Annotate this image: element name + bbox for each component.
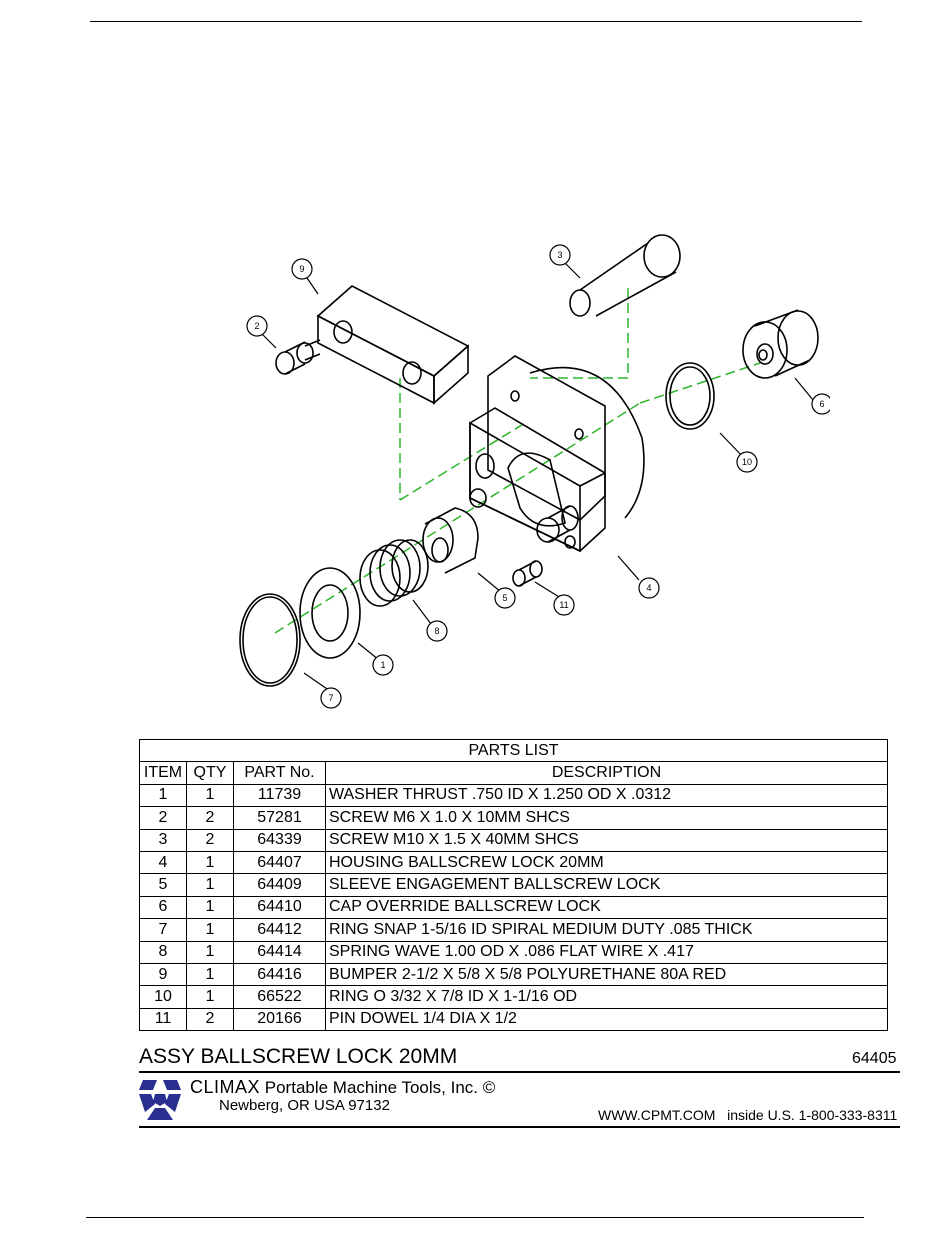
svg-text:3: 3 bbox=[557, 250, 562, 260]
balloon-2: 2 bbox=[246, 315, 268, 337]
parts-list-table: PARTS LIST ITEM QTY PART No. DESCRIPTION… bbox=[139, 738, 888, 1032]
cell-qty: 1 bbox=[186, 962, 234, 987]
title-block-bottom-rule bbox=[139, 1126, 900, 1128]
cell-part-no: 64409 bbox=[233, 873, 326, 897]
svg-text:6: 6 bbox=[819, 399, 824, 409]
top-rule bbox=[90, 21, 862, 22]
company-address: Newberg, OR USA 97132 bbox=[219, 1097, 390, 1114]
parts-list-header-row: ITEM QTY PART No. DESCRIPTION bbox=[139, 761, 888, 785]
exploded-assembly-drawing: 9 2 3 6 10 4 5 11 8 1 7 bbox=[239, 234, 830, 709]
cell-qty: 1 bbox=[186, 985, 234, 1009]
bottom-rule bbox=[86, 1217, 864, 1218]
cell-part-no: 64414 bbox=[233, 940, 326, 964]
balloon-11: 11 bbox=[553, 594, 575, 616]
balloon-8: 8 bbox=[426, 620, 448, 642]
svg-text:2: 2 bbox=[254, 321, 259, 331]
cell-description: SCREW M6 X 1.0 X 10MM SHCS bbox=[325, 806, 888, 830]
cell-description: BUMPER 2-1/2 X 5/8 X 5/8 POLYURETHANE 80… bbox=[325, 962, 888, 987]
cell-qty: 1 bbox=[186, 873, 234, 897]
cell-part-no: 64339 bbox=[233, 828, 326, 852]
cell-description: SPRING WAVE 1.00 OD X .086 FLAT WIRE X .… bbox=[325, 940, 888, 964]
svg-text:4: 4 bbox=[646, 583, 651, 593]
cell-qty: 2 bbox=[186, 806, 234, 830]
svg-text:1: 1 bbox=[380, 660, 385, 670]
balloon-7: 7 bbox=[320, 687, 342, 709]
assembly-part-number: 64405 bbox=[852, 1050, 897, 1067]
contact-line: WWW.CPMT.COM inside U.S. 1-800-333-8311 bbox=[598, 1107, 897, 1123]
cell-qty: 1 bbox=[186, 783, 234, 808]
cell-item: 8 bbox=[139, 940, 187, 964]
svg-text:5: 5 bbox=[502, 593, 507, 603]
assembly-title: ASSY BALLSCREW LOCK 20MM bbox=[139, 1045, 458, 1068]
svg-text:9: 9 bbox=[299, 264, 304, 274]
balloon-5: 5 bbox=[494, 587, 516, 609]
company-name: CLIMAX Portable Machine Tools, Inc. © bbox=[190, 1077, 495, 1098]
company-brand: CLIMAX bbox=[190, 1077, 261, 1097]
cell-description: PIN DOWEL 1/4 DIA X 1/2 bbox=[325, 1007, 888, 1032]
cell-qty: 2 bbox=[186, 1007, 234, 1032]
cell-description: SLEEVE ENGAGEMENT BALLSCREW LOCK bbox=[325, 873, 888, 897]
cell-description: HOUSING BALLSCREW LOCK 20MM bbox=[325, 850, 888, 875]
phone-number: inside U.S. 1-800-333-8311 bbox=[727, 1107, 898, 1123]
cell-item: 6 bbox=[139, 895, 187, 920]
header-qty: QTY bbox=[186, 761, 234, 785]
cell-part-no: 64412 bbox=[233, 918, 326, 942]
cell-item: 9 bbox=[139, 962, 187, 987]
cell-item: 5 bbox=[139, 873, 187, 897]
balloon-9: 9 bbox=[291, 258, 313, 280]
cell-part-no: 64416 bbox=[233, 962, 326, 987]
cell-item: 7 bbox=[139, 918, 187, 942]
company-name-rest: Portable Machine Tools, Inc. © bbox=[264, 1078, 496, 1097]
cell-item: 2 bbox=[139, 806, 187, 830]
balloon-3: 3 bbox=[549, 244, 571, 266]
cell-description: SCREW M10 X 1.5 X 40MM SHCS bbox=[325, 828, 888, 852]
cell-item: 3 bbox=[139, 828, 187, 852]
balloon-4: 4 bbox=[638, 577, 660, 599]
svg-text:7: 7 bbox=[328, 693, 333, 703]
cell-part-no: 57281 bbox=[233, 806, 326, 830]
website-link[interactable]: WWW.CPMT.COM bbox=[598, 1107, 716, 1123]
cell-description: RING SNAP 1-5/16 ID SPIRAL MEDIUM DUTY .… bbox=[325, 918, 888, 942]
balloon-1: 1 bbox=[372, 654, 394, 676]
cell-part-no: 20166 bbox=[233, 1007, 326, 1032]
cell-description: WASHER THRUST .750 ID X 1.250 OD X .0312 bbox=[325, 783, 888, 808]
cell-part-no: 11739 bbox=[233, 783, 326, 808]
cell-part-no: 64407 bbox=[233, 850, 326, 875]
cell-item: 10 bbox=[139, 985, 187, 1009]
header-part-no: PART No. bbox=[233, 761, 326, 785]
cell-qty: 1 bbox=[186, 850, 234, 875]
cell-item: 1 bbox=[139, 783, 187, 808]
cell-item: 11 bbox=[139, 1007, 187, 1032]
cell-part-no: 64410 bbox=[233, 895, 326, 920]
header-item: ITEM bbox=[139, 761, 187, 785]
cell-item: 4 bbox=[139, 850, 187, 875]
cell-qty: 1 bbox=[186, 895, 234, 920]
svg-text:8: 8 bbox=[434, 626, 439, 636]
cell-description: CAP OVERRIDE BALLSCREW LOCK bbox=[325, 895, 888, 920]
svg-text:11: 11 bbox=[559, 600, 568, 610]
cell-qty: 1 bbox=[186, 940, 234, 964]
cell-part-no: 66522 bbox=[233, 985, 326, 1009]
climax-star-logo-icon bbox=[139, 1080, 181, 1120]
balloon-10: 10 bbox=[736, 451, 758, 473]
cell-qty: 2 bbox=[186, 828, 234, 852]
balloon-6: 6 bbox=[811, 393, 830, 415]
svg-text:10: 10 bbox=[742, 457, 752, 467]
cell-description: RING O 3/32 X 7/8 ID X 1-1/16 OD bbox=[325, 985, 888, 1009]
cell-qty: 1 bbox=[186, 918, 234, 942]
title-underline bbox=[139, 1071, 900, 1073]
parts-list-title: PARTS LIST bbox=[139, 738, 888, 763]
header-description: DESCRIPTION bbox=[325, 761, 888, 785]
